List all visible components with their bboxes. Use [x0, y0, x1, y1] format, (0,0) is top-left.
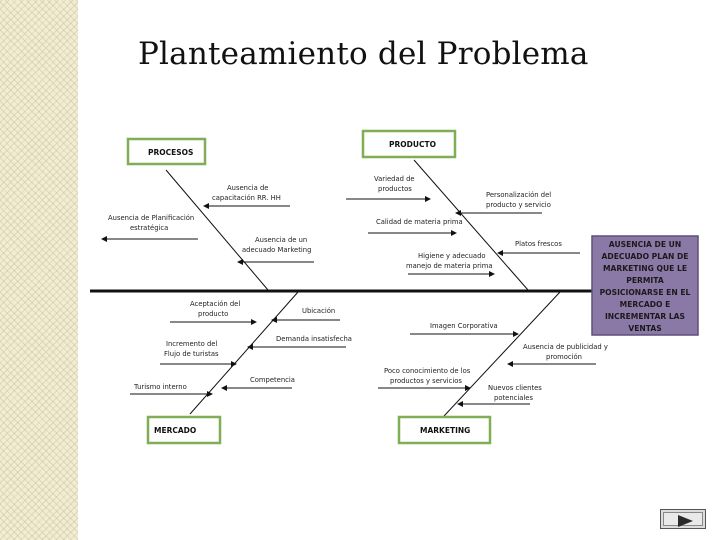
effect-line: MARKETING QUE LE	[603, 264, 687, 273]
category-label-procesos: PROCESOS	[148, 148, 193, 157]
cause-marketing-conocimiento: Poco conocimiento de los productos y ser…	[378, 367, 471, 391]
cause-label: Turismo interno	[133, 383, 187, 391]
cause-label: Higiene y adecuado	[418, 252, 486, 260]
cause-label: manejo de materia prima	[406, 262, 493, 270]
cause-label: producto	[198, 310, 228, 318]
cause-label: potenciales	[494, 394, 533, 402]
cause-label: adecuado Marketing	[242, 246, 311, 254]
effect-line: POSICIONARSE EN EL	[600, 288, 691, 297]
cause-label: Competencia	[250, 376, 295, 384]
cause-procesos-capacitacion: Ausencia de capacitación RR. HH	[203, 184, 290, 209]
cause-label: Demanda insatisfecha	[276, 335, 352, 343]
cause-procesos-marketing: Ausencia de un adecuado Marketing	[237, 236, 314, 265]
slide-title: Planteamiento del Problema	[138, 36, 589, 72]
category-label-producto: PRODUCTO	[389, 140, 436, 149]
category-box-procesos: PROCESOS	[126, 137, 207, 166]
category-box-producto: PRODUCTO	[361, 129, 457, 159]
cause-label: Flujo de turistas	[164, 350, 219, 358]
category-box-mercado: MERCADO	[146, 415, 222, 445]
cause-label: Ausencia de publicidad y	[523, 343, 608, 351]
effect-line: MERCADO E	[620, 300, 671, 309]
cause-label: productos y servicios	[390, 377, 462, 385]
cause-marketing-publicidad: Ausencia de publicidad y promoción	[507, 343, 608, 367]
cause-mercado-turistas: Incremento del Flujo de turistas	[160, 340, 237, 367]
effect-line: AUSENCIA DE UN	[609, 240, 681, 249]
cause-label: Calidad de materia prima	[376, 218, 463, 226]
cause-producto-calidad: Calidad de materia prima	[368, 218, 463, 236]
cause-label: producto y servicio	[486, 201, 551, 209]
cause-label: Incremento del	[166, 340, 217, 348]
effect-line: VENTAS	[628, 324, 661, 333]
cause-label: Aceptación del	[190, 300, 240, 308]
next-slide-button-face	[663, 512, 703, 527]
effect-box: AUSENCIA DE UN ADECUADO PLAN DE MARKETIN…	[591, 235, 699, 336]
cause-procesos-planificacion: Ausencia de Planificación estratégica	[101, 214, 198, 242]
cause-label: capacitación RR. HH	[212, 194, 281, 202]
cause-label: Ausencia de Planificación	[108, 214, 194, 222]
cause-label: Ubicación	[302, 307, 335, 315]
cause-producto-variedad: Variedad de productos	[346, 175, 431, 202]
cause-label: Ausencia de un	[255, 236, 307, 244]
cause-producto-higiene: Higiene y adecuado manejo de materia pri…	[406, 252, 495, 277]
effect-line: PERMITA	[626, 276, 664, 285]
cause-producto-platos: Platos frescos	[497, 240, 580, 256]
category-label-mercado: MERCADO	[154, 426, 196, 435]
decorative-sidebar	[0, 0, 78, 540]
cause-label: productos	[378, 185, 412, 193]
cause-label: Ausencia de	[227, 184, 268, 192]
cause-label: Imagen Corporativa	[430, 322, 498, 330]
play-right-icon	[678, 515, 693, 527]
cause-marketing-clientes: Nuevos clientes potenciales	[457, 384, 542, 407]
bone-marketing	[443, 291, 561, 417]
next-slide-button[interactable]	[660, 509, 706, 529]
cause-label: Poco conocimiento de los	[384, 367, 471, 375]
effect-line: ADECUADO PLAN DE	[602, 252, 689, 261]
cause-mercado-competencia: Competencia	[221, 376, 295, 391]
effect-line: INCREMENTAR LAS	[605, 312, 685, 321]
category-box-marketing: MARKETING	[397, 415, 492, 445]
cause-label: Platos frescos	[515, 240, 562, 248]
cause-producto-personalizacion: Personalización del producto y servicio	[455, 191, 551, 216]
cause-label: promoción	[546, 353, 582, 361]
cause-label: estratégica	[130, 224, 168, 232]
bone-procesos	[165, 169, 269, 291]
bone-producto	[413, 159, 529, 291]
cause-marketing-imagen: Imagen Corporativa	[410, 322, 519, 337]
cause-mercado-aceptacion: Aceptación del producto	[170, 300, 257, 325]
cause-mercado-demanda: Demanda insatisfecha	[247, 335, 352, 350]
cause-label: Nuevos clientes	[488, 384, 542, 392]
category-label-marketing: MARKETING	[420, 426, 470, 435]
cause-label: Variedad de	[374, 175, 415, 183]
cause-mercado-turismo-interno: Turismo interno	[130, 383, 213, 397]
cause-mercado-ubicacion: Ubicación	[271, 307, 340, 323]
cause-label: Personalización del	[486, 191, 551, 199]
